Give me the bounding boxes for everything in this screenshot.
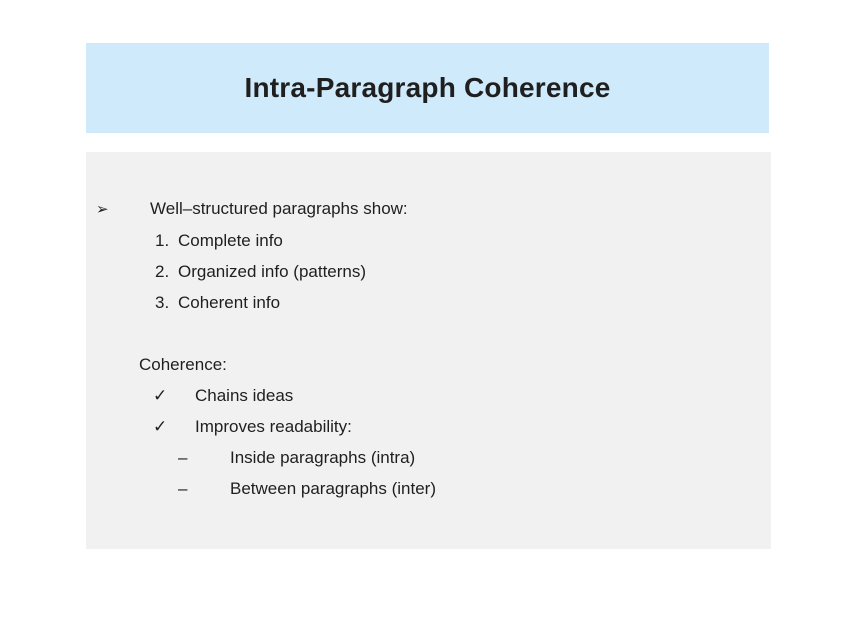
dash-bullet-icon: – [178,448,188,467]
slide-title-banner: Intra-Paragraph Coherence [86,43,769,133]
number-marker: 2. [155,262,170,281]
intro-bullet-text: Well–structured paragraphs show: [150,199,408,218]
blank-line-spacer [86,318,771,349]
intro-bullet-row: ➢ Well–structured paragraphs show: [86,193,771,225]
slide-title: Intra-Paragraph Coherence [244,72,611,103]
numbered-item-text: Organized info (patterns) [178,262,367,281]
check-item-text: Chains ideas [195,386,294,405]
check-item: ✓ Chains ideas [86,380,771,411]
numbered-item-text: Coherent info [178,293,281,312]
dash-item: – Inside paragraphs (intra) [86,442,771,473]
number-marker: 3. [155,293,170,312]
subheading-text: Coherence: [139,355,227,374]
slide-content-panel: ➢ Well–structured paragraphs show: 1. Co… [86,152,771,549]
subheading-row: Coherence: [86,349,771,380]
check-item-text: Improves readability: [195,417,352,436]
numbered-item-text: Complete info [178,231,283,250]
check-item: ✓ Improves readability: [86,411,771,442]
dash-item-text: Inside paragraphs (intra) [230,448,416,467]
numbered-item: 1. Complete info [86,225,771,256]
numbered-item: 3. Coherent info [86,287,771,318]
dash-item-text: Between paragraphs (inter) [230,479,437,498]
checkmark-icon: ✓ [153,386,168,405]
number-marker: 1. [155,231,170,250]
checkmark-icon: ✓ [153,417,168,436]
numbered-item: 2. Organized info (patterns) [86,256,771,287]
dash-bullet-icon: – [178,479,188,498]
arrow-bullet-icon: ➢ [96,201,109,218]
dash-item: – Between paragraphs (inter) [86,473,771,504]
